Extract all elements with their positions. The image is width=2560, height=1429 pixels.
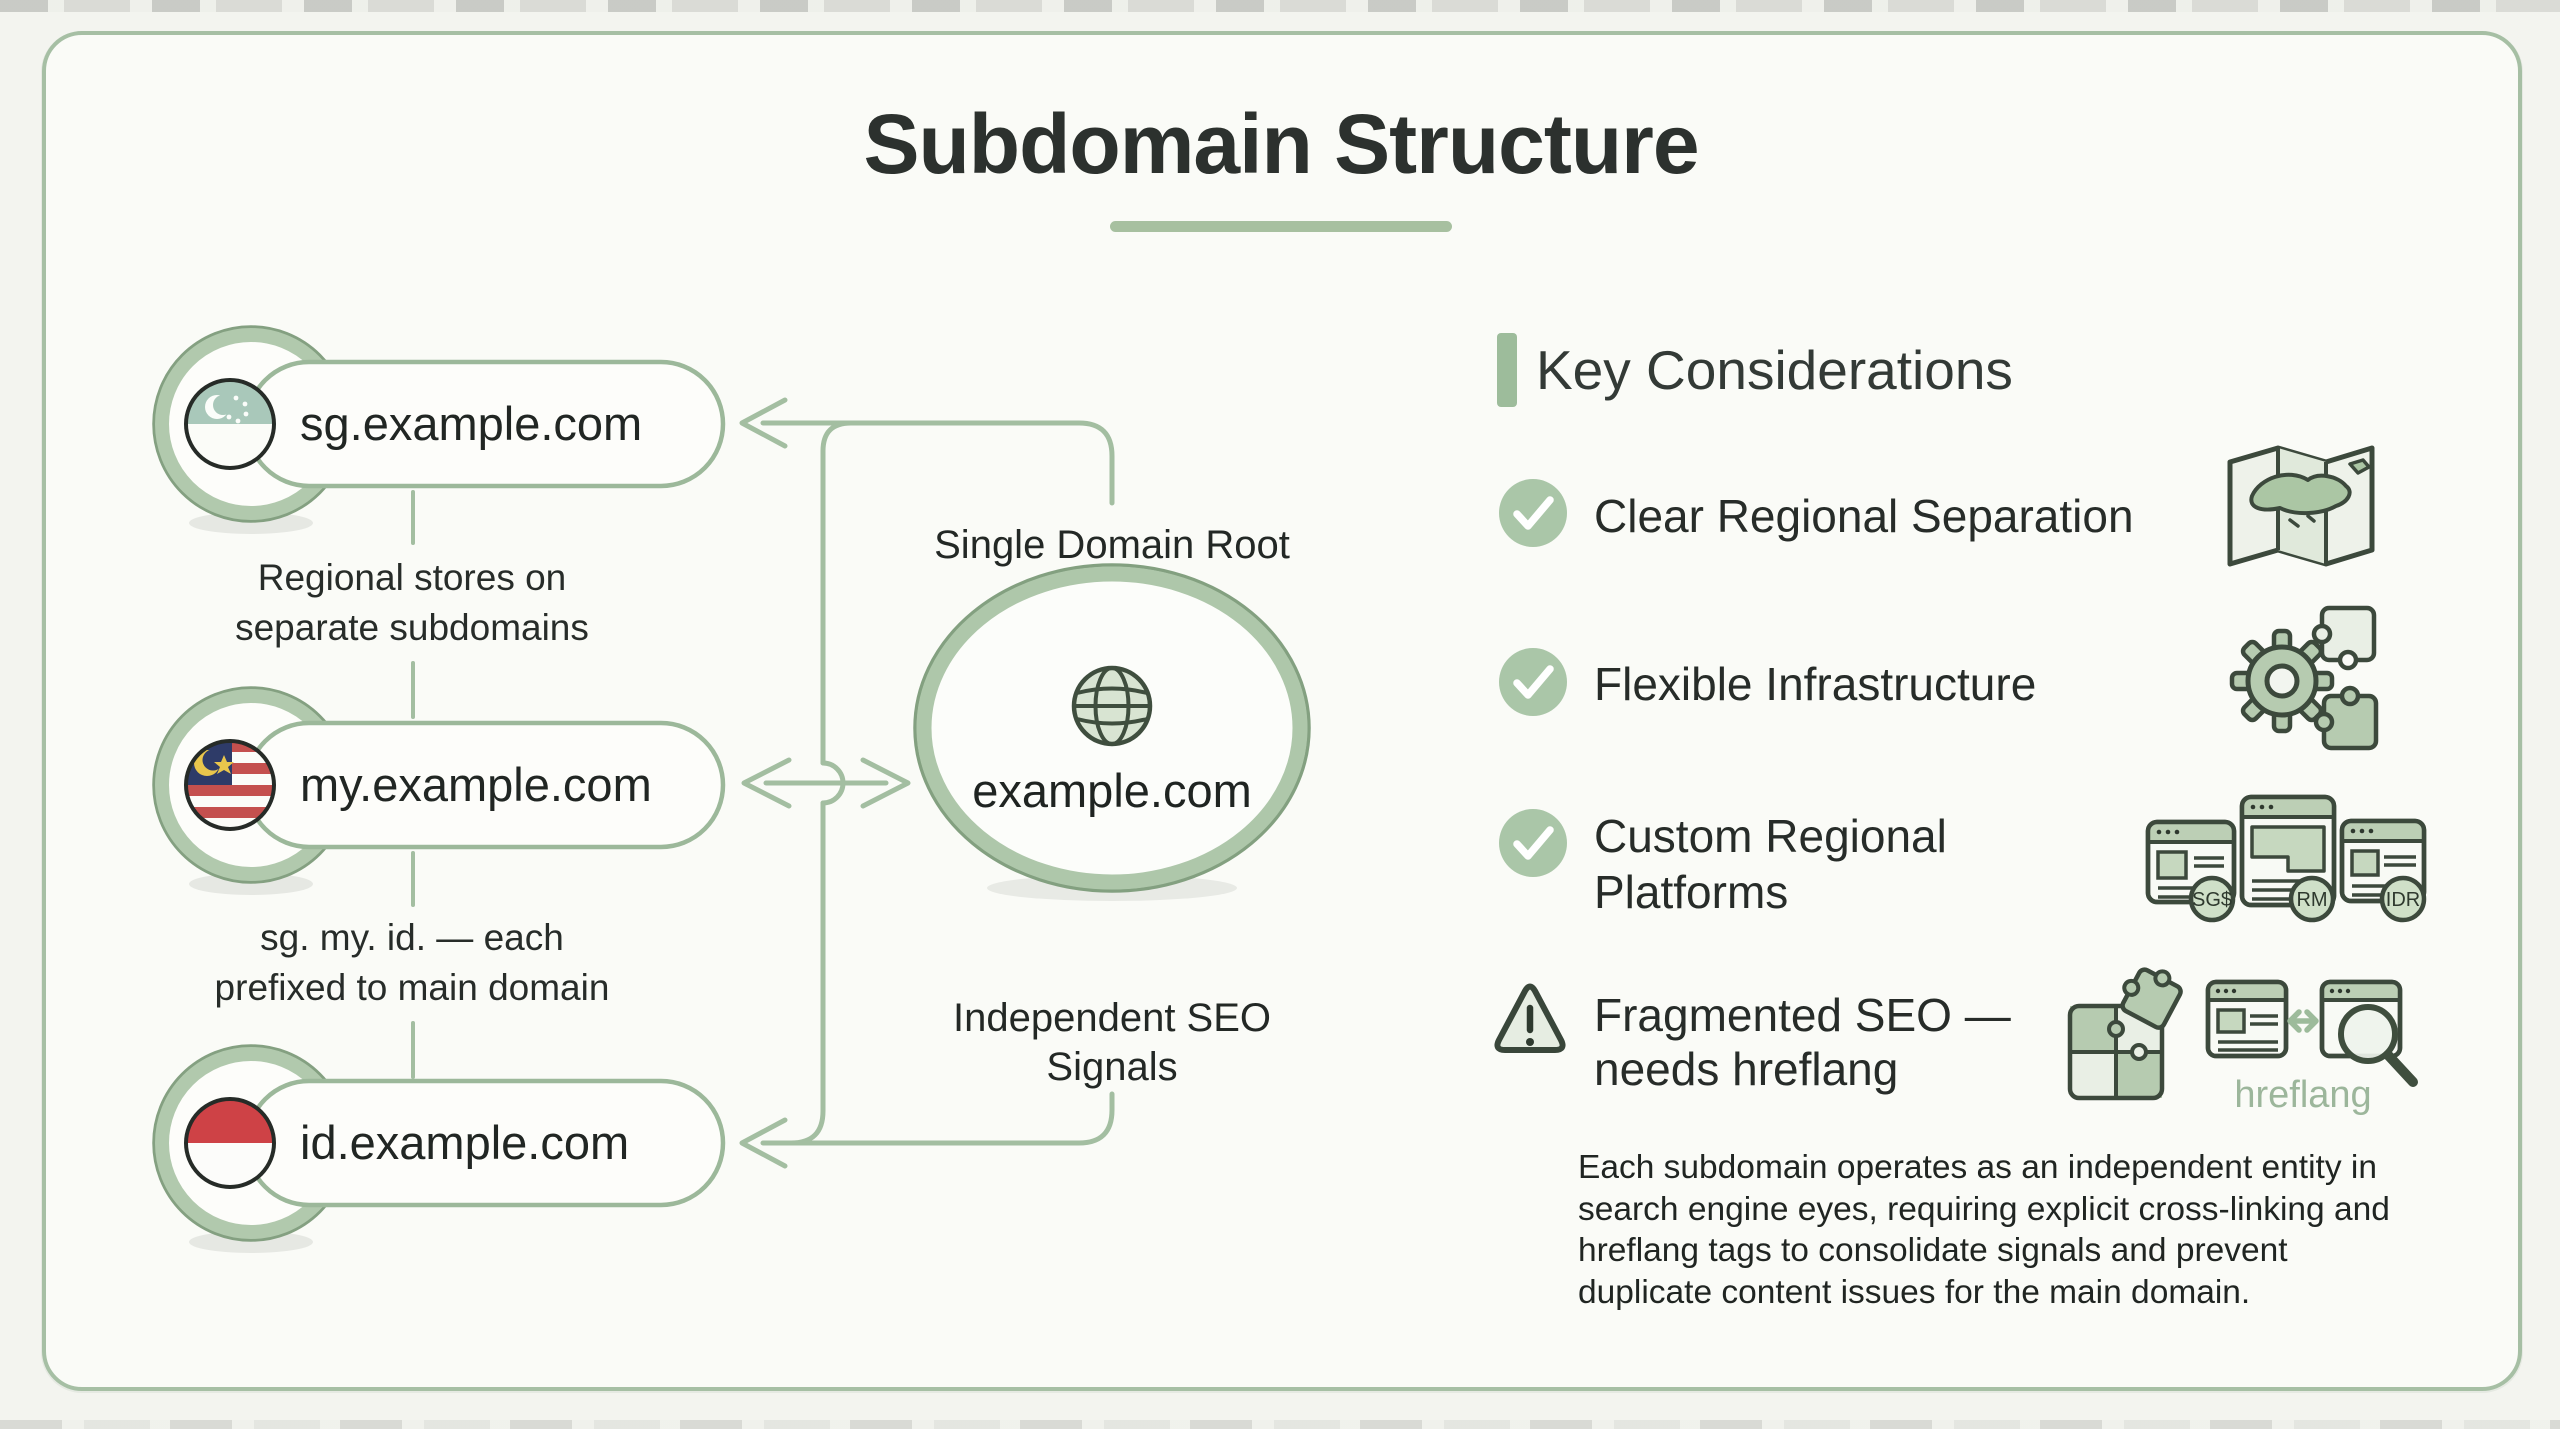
root-domain: example.com [972, 764, 1252, 817]
node-my [152, 686, 726, 884]
arrowhead-to-my [741, 757, 792, 809]
explanatory-note: Each subdomain operates as an independen… [1578, 1147, 2390, 1313]
caption-line: sg. my. id. — each [260, 917, 564, 958]
checkmark-icon [1499, 648, 1567, 716]
heading-accent-bar [1497, 333, 1517, 407]
check-icons [1494, 479, 1567, 1053]
badge-idr: IDR [2386, 889, 2420, 911]
root-label-line: Signals [1046, 1045, 1178, 1089]
caption-regional-stores: Regional stores on separate subdomains [235, 553, 589, 653]
connector-top [760, 420, 1115, 506]
browser-magnifier [2319, 979, 2418, 1087]
hreflang-icon-label: hreflang [2234, 1074, 2372, 1116]
arrowhead-to-sg [739, 397, 788, 449]
top-edge-artifact [0, 0, 2560, 12]
note-line: hreflang tags to consolidate signals and… [1578, 1232, 2288, 1269]
root-label-top: Single Domain Root [934, 523, 1290, 567]
item-flexible-infrastructure: Flexible Infrastructure [1594, 658, 2037, 710]
node-sg [152, 325, 726, 523]
folded-map-icon [2227, 445, 2375, 567]
globe-icon [1071, 665, 1153, 747]
item-line: Custom Regional [1594, 810, 1947, 862]
title-underline [1110, 221, 1452, 232]
item-line: Fragmented SEO — [1594, 989, 2011, 1041]
item-custom-regional-platforms: Custom Regional Platforms [1594, 808, 1947, 920]
node-id [152, 1044, 726, 1242]
note-line: search engine eyes, requiring explicit c… [1578, 1190, 2390, 1228]
item-clear-regional-separation: Clear Regional Separation [1594, 490, 2134, 542]
indonesia-flag-icon [184, 1097, 276, 1189]
connector-bottom [760, 1091, 1115, 1146]
root-label-line: Independent SEO [952, 996, 1272, 1040]
bidirectional-arrow-icon [2287, 1009, 2319, 1033]
item-line: Platforms [1594, 866, 1789, 918]
badge-rm: RM [2296, 889, 2327, 911]
detached-puzzle-piece [2120, 967, 2183, 1030]
root-ring-rim [913, 563, 1311, 893]
malaysia-flag-icon [184, 739, 276, 831]
magnifier-icon [2338, 1004, 2418, 1087]
storefront-windows-icon: SG$ RM IDR [2145, 794, 2427, 923]
puzzle-cluster [2067, 967, 2183, 1101]
connector-trunk-upper [820, 420, 854, 766]
arrowhead-to-id [739, 1117, 788, 1169]
checkmark-icon [1499, 479, 1567, 547]
warning-triangle-icon [1494, 983, 1566, 1053]
node-label-sg: sg.example.com [300, 397, 643, 450]
key-considerations-heading: Key Considerations [1536, 339, 2013, 401]
singapore-flag-icon [184, 378, 276, 470]
browser-window [2205, 979, 2289, 1059]
puzzle-piece [2311, 605, 2377, 671]
arrowhead-to-root [860, 757, 911, 809]
bottom-edge-artifact [0, 1420, 2560, 1429]
connector-trunk-lower [788, 800, 826, 1146]
root-node [913, 563, 1311, 893]
caption-prefixes: sg. my. id. — each prefixed to main doma… [215, 913, 610, 1013]
item-fragmented-seo: Fragmented SEO — needs hreflang [1594, 988, 2011, 1096]
checkmark-icon [1499, 809, 1567, 877]
gear-puzzle-icon [2229, 605, 2379, 751]
currency-badges: SG$ RM IDR [2188, 875, 2427, 923]
note-line: Each subdomain operates as an independen… [1578, 1149, 2377, 1186]
page-title: Subdomain Structure [863, 97, 1699, 191]
caption-line: Regional stores on [257, 557, 567, 598]
puzzle-piece [2313, 685, 2379, 751]
node-label-id: id.example.com [300, 1116, 630, 1169]
connector-lines [411, 397, 1115, 1169]
caption-line: prefixed to main domain [214, 967, 610, 1008]
note-line: duplicate content issues for the main do… [1578, 1273, 2251, 1311]
badge-sgd: SG$ [2192, 889, 2232, 911]
item-line: needs hreflang [1594, 1043, 1899, 1095]
caption-line: separate subdomains [235, 607, 589, 648]
root-label-bottom: Independent SEO Signals [953, 994, 1271, 1092]
subdomain-nodes [152, 325, 726, 1242]
node-label-my: my.example.com [300, 758, 652, 811]
gear [2229, 628, 2335, 734]
hreflang-linking-icon [2067, 967, 2418, 1101]
